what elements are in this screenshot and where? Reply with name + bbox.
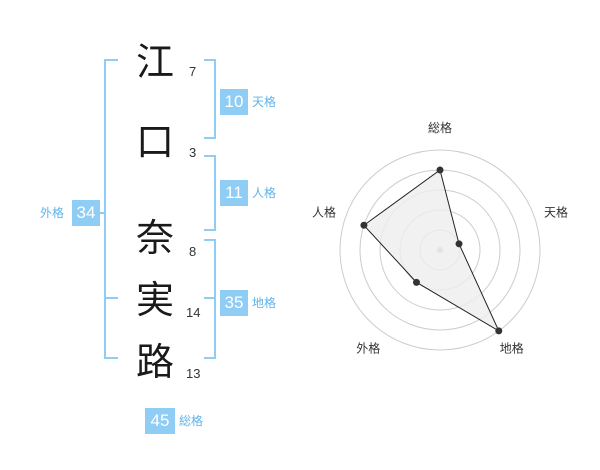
tenkaku-bracket-top xyxy=(204,59,216,61)
stroke-count-3: 8 xyxy=(189,244,197,259)
jinkaku-label: 人格 xyxy=(252,186,277,200)
gaikaku-bracket-mid xyxy=(104,297,118,299)
radar-grid-ring xyxy=(339,149,541,351)
gaikaku-label: 外格 xyxy=(40,206,65,220)
radar-point-4 xyxy=(412,278,420,286)
chikaku-bracket-vertical xyxy=(214,239,216,359)
stroke-count-2: 3 xyxy=(189,145,197,160)
stroke-count-4: 14 xyxy=(186,305,201,320)
chikaku-bracket-mid xyxy=(204,297,216,299)
name-char-2: 口 xyxy=(135,120,174,164)
jinkaku-bracket-bottom xyxy=(204,229,216,231)
stroke-count-1: 7 xyxy=(189,64,197,79)
tenkaku-label: 天格 xyxy=(252,95,277,109)
jinkaku-bracket-vertical xyxy=(214,155,216,231)
radar-shape xyxy=(360,166,503,335)
soukaku-value: 45 xyxy=(145,408,175,434)
tenkaku-bracket-vertical xyxy=(214,59,216,139)
tenkaku-value: 10 xyxy=(220,89,248,115)
chikaku-bracket-top xyxy=(204,239,216,241)
radar-point-3 xyxy=(495,327,503,335)
gaikaku-value: 34 xyxy=(72,200,100,226)
chikaku-value: 35 xyxy=(220,290,248,316)
name-char-5: 路 xyxy=(135,340,174,384)
gaikaku-bracket-bottom xyxy=(104,357,118,359)
gaikaku-bracket-vertical xyxy=(104,59,106,359)
name-char-4: 実 xyxy=(135,278,174,322)
radar-axis-label-1: 総格 xyxy=(428,120,452,135)
tenkaku-bracket-bottom xyxy=(204,137,216,139)
gaikaku-connector xyxy=(98,212,106,214)
radar-axis-label-2: 天格 xyxy=(544,204,568,219)
radar-point-2 xyxy=(455,240,463,248)
stroke-count-5: 13 xyxy=(186,366,201,381)
chikaku-bracket-bottom xyxy=(204,357,216,359)
jinkaku-bracket-top xyxy=(204,155,216,157)
radar-axis-label-5: 人格 xyxy=(312,204,336,219)
radar-point-1 xyxy=(436,166,444,174)
radar-axis-label-4: 外格 xyxy=(356,341,380,356)
gaikaku-bracket-top xyxy=(104,59,118,61)
name-char-3: 奈 xyxy=(135,216,174,260)
soukaku-label: 総格 xyxy=(179,414,204,428)
chikaku-label: 地格 xyxy=(252,296,277,310)
radar-point-5 xyxy=(360,221,368,229)
jinkaku-value: 11 xyxy=(220,180,248,206)
radar-axis-label-3: 地格 xyxy=(500,341,524,356)
radar-polygon xyxy=(363,169,500,333)
name-char-1: 江 xyxy=(135,40,174,84)
